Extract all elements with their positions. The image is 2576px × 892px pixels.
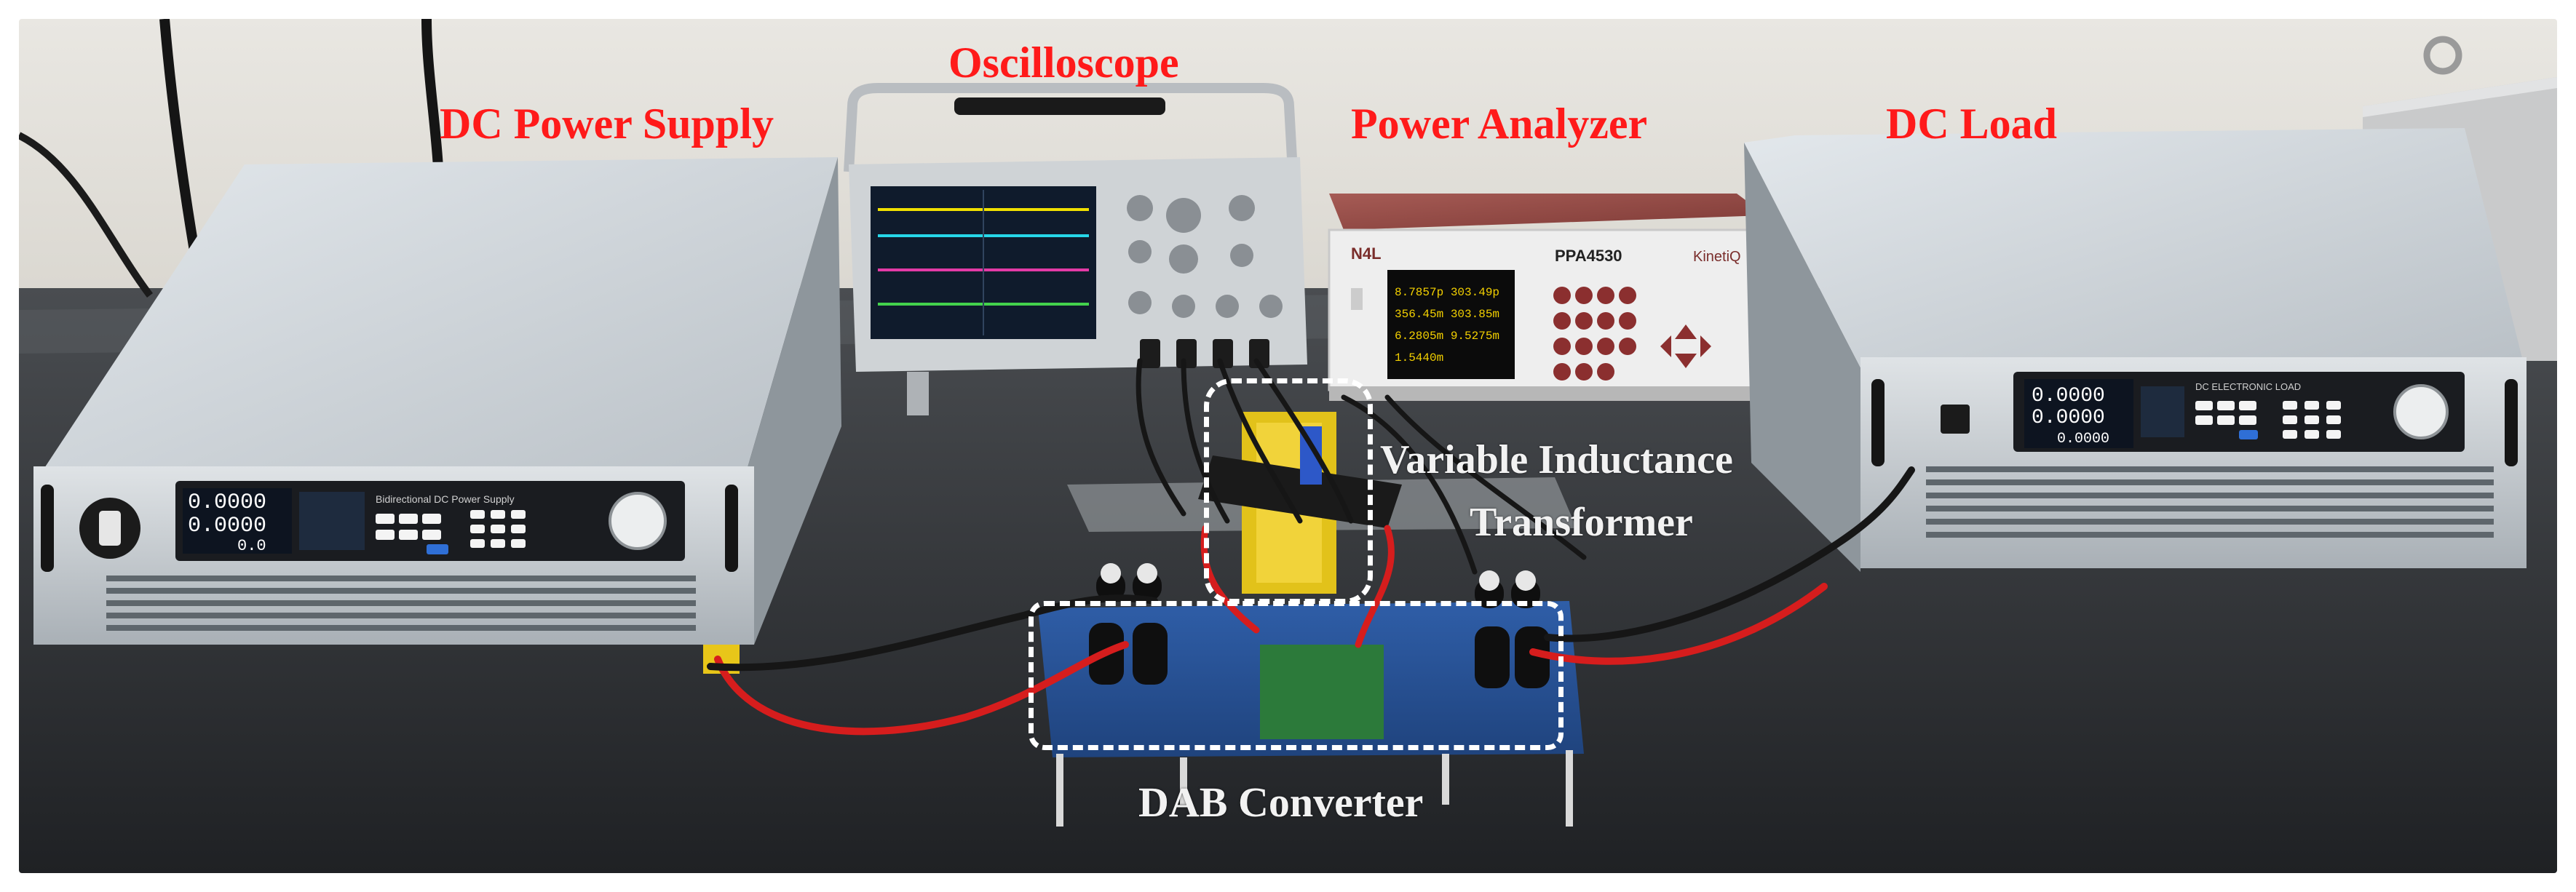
svg-text:0.0000: 0.0000 [2032,407,2105,429]
label-power-analyzer: Power Analyzer [1351,100,1648,148]
svg-text:0.0000: 0.0000 [188,514,266,538]
dc-power-supply-unit: 0.0000 0.0000 0.0 Bidirectional DC Power… [33,157,841,674]
svg-text:0.0: 0.0 [237,537,266,555]
svg-text:0.0000: 0.0000 [2057,431,2109,447]
svg-text:KinetiQ: KinetiQ [1693,249,1741,265]
svg-text:0.0000: 0.0000 [188,490,266,515]
label-transformer: Transformer [1470,500,1693,545]
svg-text:8.7857p 303.49p: 8.7857p 303.49p [1395,286,1499,299]
label-variable-inductance: Variable Inductance [1380,437,1733,482]
power-analyzer-unit: 8.7857p 303.49p 356.45m 303.85m 6.2805m … [1328,194,1767,401]
label-oscilloscope: Oscilloscope [948,39,1179,87]
label-dc-load: DC Load [1886,100,2058,148]
svg-text:N4L: N4L [1351,244,1382,263]
lab-photo: 0.0000 0.0000 0.0 Bidirectional DC Power… [19,19,2557,873]
svg-text:DC ELECTRONIC LOAD: DC ELECTRONIC LOAD [2195,381,2301,392]
svg-text:356.45m 303.85m: 356.45m 303.85m [1395,308,1499,321]
svg-text:PPA4530: PPA4530 [1555,247,1622,265]
label-dc-power-supply: DC Power Supply [440,100,774,148]
svg-text:1.5440m: 1.5440m [1395,351,1443,365]
dc-load-unit: 0.0000 0.0000 0.0000 DC ELECTRONIC LOAD [1744,128,2527,572]
svg-text:Bidirectional DC Power Supply: Bidirectional DC Power Supply [376,493,515,505]
label-dab-converter: DAB Converter [1138,778,1424,826]
svg-text:6.2805m 9.5275m: 6.2805m 9.5275m [1395,330,1499,343]
dab-converter-board [1038,563,1584,827]
oscilloscope-unit [844,83,1307,415]
svg-text:0.0000: 0.0000 [2032,385,2105,407]
dashed-box-inductor [1204,378,1373,604]
dashed-box-dab-converter [1029,601,1564,750]
